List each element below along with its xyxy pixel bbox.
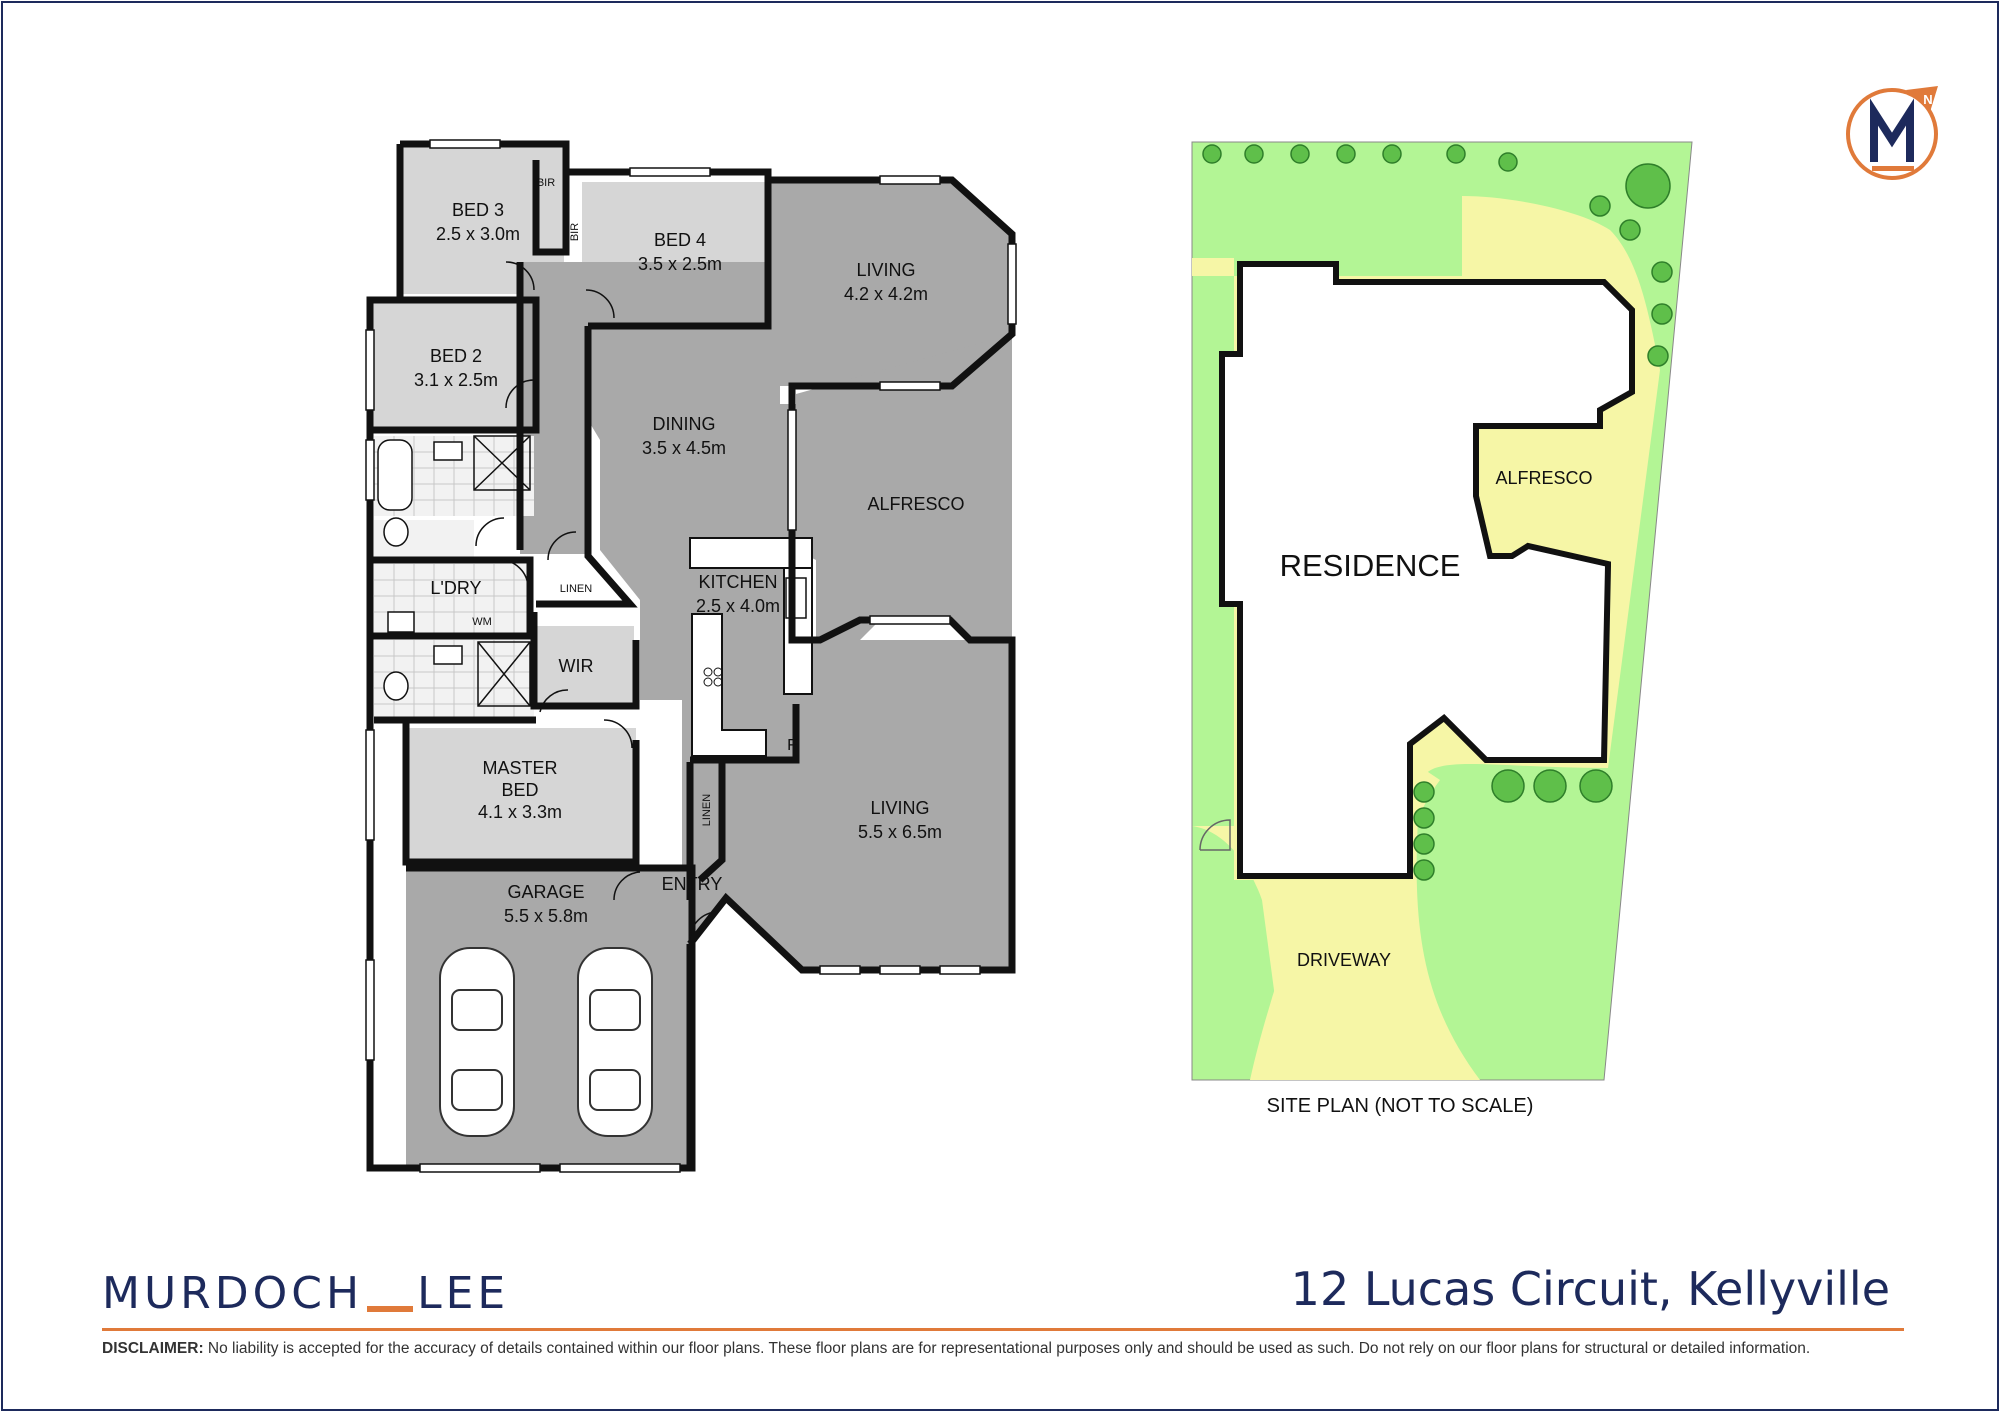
wir-label: WIR: [559, 656, 594, 676]
fridge-label: F: [787, 737, 797, 754]
kitchen-label: KITCHEN: [698, 572, 777, 592]
bath-fixtures: [377, 435, 531, 707]
wm-label: WM: [472, 616, 492, 628]
dining-label: DINING: [653, 414, 716, 434]
doors: [475, 261, 719, 941]
disclaimer-label: DISCLAIMER:: [102, 1340, 204, 1357]
kitchen-size: 2.5 x 4.0m: [696, 596, 780, 616]
brand-separator: [367, 1306, 414, 1312]
car-icons: [439, 947, 653, 1137]
living-main-size: 5.5 x 6.5m: [858, 822, 942, 842]
north-arrow-icon: [1906, 86, 1938, 112]
cooktop-icon: [703, 667, 713, 677]
logo-m-icon: [1870, 98, 1914, 162]
living-main-label: LIVING: [870, 798, 929, 818]
disclaimer: DISCLAIMER: No liability is accepted for…: [102, 1340, 1904, 1358]
alfresco-label: ALFRESCO: [867, 494, 964, 514]
bir-top-label: BIR: [537, 177, 555, 189]
footer-divider: [102, 1328, 1904, 1331]
brand-logo: N: [1846, 86, 1938, 180]
bed3-label: BED 3: [452, 200, 504, 220]
driveway-label: DRIVEWAY: [1297, 950, 1391, 970]
property-address: 12 Lucas Circuit, Kellyville: [1290, 1262, 1890, 1316]
laundry-label: L'DRY: [430, 578, 481, 598]
floor-plan: BED 3 2.5 x 3.0m BED 4 3.5 x 2.5m LIVING…: [365, 139, 1017, 1173]
hall-dining-living-area: [536, 262, 1012, 970]
bed4-label: BED 4: [654, 230, 706, 250]
master-bed-size: 4.1 x 3.3m: [478, 802, 562, 822]
bed2-size: 3.1 x 2.5m: [414, 370, 498, 390]
small-labels: BIR BIR LINEN LINEN WM: [472, 177, 713, 826]
linen-hall-label: LINEN: [560, 583, 592, 595]
site-alfresco-label: ALFRESCO: [1495, 468, 1592, 488]
living-top-label: LIVING: [856, 260, 915, 280]
brand-left: MURDOCH: [102, 1268, 364, 1319]
bed3-size: 2.5 x 3.0m: [436, 224, 520, 244]
trees: [1202, 144, 1673, 881]
ensuite-vanity-icon: [433, 645, 463, 665]
room-labels: BED 3 2.5 x 3.0m BED 4 3.5 x 2.5m LIVING…: [414, 200, 965, 926]
ensuite-toilet-icon: [383, 671, 409, 701]
tree-icon: [1202, 144, 1222, 164]
garage-label: GARAGE: [507, 882, 584, 902]
windows: [365, 139, 1017, 1173]
master-bed-area: [406, 728, 636, 862]
sink-icon: [785, 577, 807, 619]
kitchen-island: [783, 567, 813, 695]
bed4-size: 3.5 x 2.5m: [638, 254, 722, 274]
living-top-size: 4.2 x 4.2m: [844, 284, 928, 304]
site-gate-door: [1199, 819, 1231, 851]
site-plan-caption: SITE PLAN (NOT TO SCALE): [1267, 1095, 1534, 1117]
linen-entry-label: LINEN: [701, 794, 713, 826]
bed2-area: [372, 300, 536, 430]
master-bed-label-2: BED: [501, 780, 538, 800]
north-label: N: [1923, 92, 1932, 107]
site-plan: RESIDENCE ALFRESCO DRIVEWAY SITE PLAN (N…: [1191, 141, 1693, 1117]
brand-wordmark: MURDOCH LEE: [102, 1268, 509, 1319]
residence-footprint: [1219, 261, 1635, 879]
entry-label: ENTRY: [662, 874, 723, 894]
vanity-icon: [433, 441, 463, 461]
bir-side-label: BIR: [569, 223, 581, 241]
wir-area: [534, 626, 634, 708]
disclaimer-text: No liability is accepted for the accurac…: [203, 1340, 1811, 1357]
laundry-tub-icon: [387, 611, 415, 633]
living-top-area: [770, 180, 1012, 404]
master-bed-label: MASTER: [482, 758, 557, 778]
alfresco-area: [796, 334, 1012, 640]
dining-size: 3.5 x 4.5m: [642, 438, 726, 458]
bathtub-icon: [377, 439, 413, 511]
brand-right: LEE: [417, 1268, 510, 1319]
kitchen-bench-l: [691, 613, 767, 757]
bed2-label: BED 2: [430, 346, 482, 366]
garage-size: 5.5 x 5.8m: [504, 906, 588, 926]
residence-label: RESIDENCE: [1280, 548, 1461, 583]
toilet-icon: [383, 517, 409, 547]
